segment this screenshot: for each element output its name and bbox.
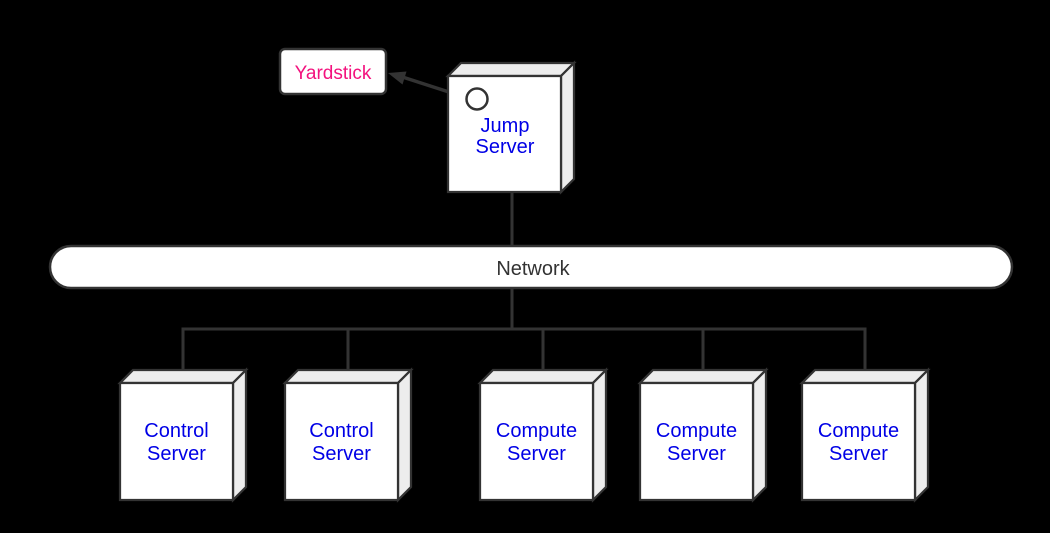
jump-server-label-line1: Jump — [481, 115, 530, 137]
arrowhead-icon — [388, 71, 407, 85]
interface-port-icon — [465, 87, 489, 111]
yardstick-note: Yardstick — [278, 47, 388, 96]
server-front-face — [118, 381, 235, 502]
server-node-compute-3: Compute Server — [799, 367, 931, 503]
server-top-face — [282, 368, 414, 385]
server-side-face — [231, 367, 248, 503]
server-front-face — [283, 381, 400, 502]
yardstick-label: Yardstick — [295, 63, 372, 84]
jump-server-side-face — [559, 60, 576, 195]
server-label-line2: Server — [147, 443, 206, 465]
server-label-line1: Compute — [496, 420, 577, 442]
server-node-compute-2: Compute Server — [637, 367, 769, 503]
server-top-face — [117, 368, 249, 385]
server-side-face — [396, 367, 413, 503]
server-front-face — [478, 381, 595, 502]
jump-server-node: Jump Server — [445, 60, 577, 195]
network-pill — [48, 244, 1014, 290]
server-label-line1: Control — [144, 420, 208, 442]
server-node-control-1: Control Server — [117, 367, 249, 503]
server-label-line1: Compute — [656, 420, 737, 442]
server-label-line2: Server — [667, 443, 726, 465]
server-label-line2: Server — [312, 443, 371, 465]
server-front-face — [638, 381, 755, 502]
server-label-line1: Compute — [818, 420, 899, 442]
server-top-face — [477, 368, 609, 385]
jump-server-label-line2: Server — [476, 136, 535, 158]
server-side-face — [913, 367, 930, 503]
yardstick-box — [278, 47, 388, 96]
jump-server-top-face — [445, 61, 577, 78]
network-bus-node: Network — [48, 244, 1014, 290]
connector-lines — [181, 192, 867, 376]
server-label-line1: Control — [309, 420, 373, 442]
server-side-face — [751, 367, 768, 503]
server-label-line2: Server — [829, 443, 888, 465]
server-label-line2: Server — [507, 443, 566, 465]
server-node-compute-1: Compute Server — [477, 367, 609, 503]
network-label: Network — [496, 258, 570, 280]
server-top-face — [799, 368, 931, 385]
server-side-face — [591, 367, 608, 503]
server-node-control-2: Control Server — [282, 367, 414, 503]
server-top-face — [637, 368, 769, 385]
server-front-face — [800, 381, 917, 502]
